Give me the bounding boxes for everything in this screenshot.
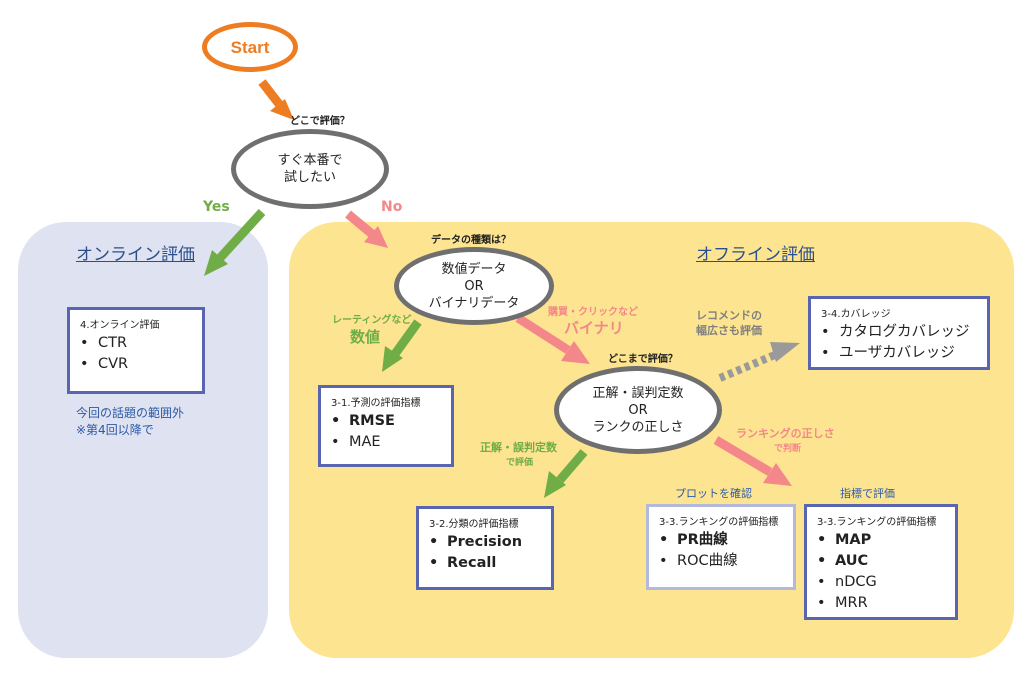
online-box-title: 4.オンライン評価 — [80, 320, 160, 331]
arrow-q2-to-3-1-head — [382, 346, 403, 372]
arrow-no-head — [364, 226, 388, 248]
metric-mae: MAE — [331, 432, 441, 453]
online-note-line1: 今回の話題の範囲外 — [76, 406, 185, 420]
metric-eval-label: 指標で評価 — [840, 487, 895, 500]
start-label: Start — [230, 37, 270, 57]
q1-line2: 試したい — [283, 170, 336, 185]
box-3-3b-title: 3-3.ランキングの評価指標 — [817, 517, 937, 528]
online-region-title: オンライン評価 — [76, 245, 195, 265]
q3-question: どこまで評価？ — [608, 354, 678, 365]
online-note: 今回の話題の範囲外 ※第4回以降で — [76, 405, 184, 439]
reco-breadth-label: レコメンドの 幅広さも評価 — [696, 308, 762, 338]
q3-right-big: ランキングの正しさ — [736, 427, 835, 440]
arrow-yes — [216, 208, 266, 262]
q3-right-small: で判断 — [774, 444, 802, 454]
box-ranking-plots: 3-3.ランキングの評価指標 PR曲線 ROC曲線 — [646, 504, 796, 590]
reco-line2: 幅広さも評価 — [696, 324, 762, 337]
metric-roc-curve: ROC曲線 — [659, 551, 783, 572]
start-node: Start — [202, 22, 298, 72]
q2-left-small: レーティングなど — [332, 315, 412, 326]
arrow-yes-head — [204, 250, 228, 276]
metric-catalog-coverage: カタログカバレッジ — [821, 322, 977, 343]
online-note-line2: ※第4回以降で — [76, 423, 154, 437]
metric-map: MAP — [817, 530, 945, 551]
arrow-q2-to-q3 — [515, 314, 571, 354]
box-prediction-metrics: 3-1.予測の評価指標 RMSE MAE — [318, 385, 454, 467]
q1-line1: すぐ本番で — [277, 153, 343, 168]
metric-pr-curve: PR曲線 — [659, 530, 783, 551]
arrow-q2-to-3-1 — [391, 319, 422, 357]
box-3-2-title: 3-2.分類の評価指標 — [429, 519, 519, 530]
no-label: No — [381, 199, 403, 215]
online-item-ctr: CTR — [80, 333, 192, 354]
q2-line3: バイナリデータ — [428, 295, 520, 311]
offline-region-title: オフライン評価 — [696, 245, 815, 265]
metric-auc: AUC — [817, 551, 945, 572]
q3-line3: ランクの正しさ — [592, 419, 684, 435]
metric-rmse: RMSE — [331, 411, 441, 432]
box-3-3a-title: 3-3.ランキングの評価指標 — [659, 517, 779, 528]
arrow-q3-to-3-2-head — [544, 471, 566, 498]
arrow-q3-to-3-4-head — [770, 342, 800, 362]
online-evaluation-region — [18, 222, 268, 658]
q1-question: どこで評価？ — [290, 116, 350, 127]
metric-ndcg: nDCG — [817, 572, 945, 593]
box-coverage: 3-4.カバレッジ カタログカバレッジ ユーザカバレッジ — [808, 296, 990, 370]
arrow-q3-to-3-4 — [718, 348, 784, 382]
arrow-start-to-q1-head — [270, 99, 294, 120]
online-evaluation-box: 4.オンライン評価 CTR CVR — [67, 307, 205, 394]
metric-precision: Precision — [429, 532, 541, 553]
box-3-4-title: 3-4.カバレッジ — [821, 309, 891, 320]
q2-line2: OR — [464, 278, 484, 294]
plot-check-label: プロットを確認 — [675, 487, 752, 500]
metric-recall: Recall — [429, 553, 541, 574]
box-classification-metrics: 3-2.分類の評価指標 Precision Recall — [416, 506, 554, 590]
arrow-no — [345, 210, 375, 238]
reco-line1: レコメンドの — [696, 309, 762, 322]
decision-evaluation-depth: 正解・誤判定数 OR ランクの正しさ — [554, 366, 722, 454]
q3-left-small: で評価 — [506, 458, 534, 468]
arrow-q2-to-q3-head — [561, 341, 590, 364]
yes-label: Yes — [203, 199, 230, 215]
q2-question: データの種類は？ — [431, 235, 511, 246]
arrow-q3-to-3-2 — [556, 449, 588, 483]
arrow-q3-to-3-3-head — [763, 463, 792, 486]
decision-data-type: 数値データ OR バイナリデータ — [394, 247, 554, 325]
box-3-1-title: 3-1.予測の評価指標 — [331, 398, 421, 409]
q3-line2: OR — [628, 402, 648, 418]
q3-line1: 正解・誤判定数 — [592, 385, 684, 401]
arrow-q3-to-3-3 — [713, 436, 773, 476]
q2-line1: 数値データ — [441, 261, 507, 277]
q2-right-small: 購買・クリックなど — [548, 307, 638, 318]
metric-user-coverage: ユーザカバレッジ — [821, 343, 977, 364]
q2-right-big: バイナリ — [564, 319, 624, 337]
metric-mrr: MRR — [817, 593, 945, 614]
online-item-cvr: CVR — [80, 354, 192, 375]
decision-production-test: すぐ本番で 試したい — [231, 129, 389, 209]
q2-left-big: 数値 — [350, 328, 381, 346]
q3-left-big: 正解・誤判定数 — [480, 441, 557, 454]
arrow-start-to-q1 — [258, 79, 283, 107]
box-ranking-metrics: 3-3.ランキングの評価指標 MAP AUC nDCG MRR — [804, 504, 958, 620]
